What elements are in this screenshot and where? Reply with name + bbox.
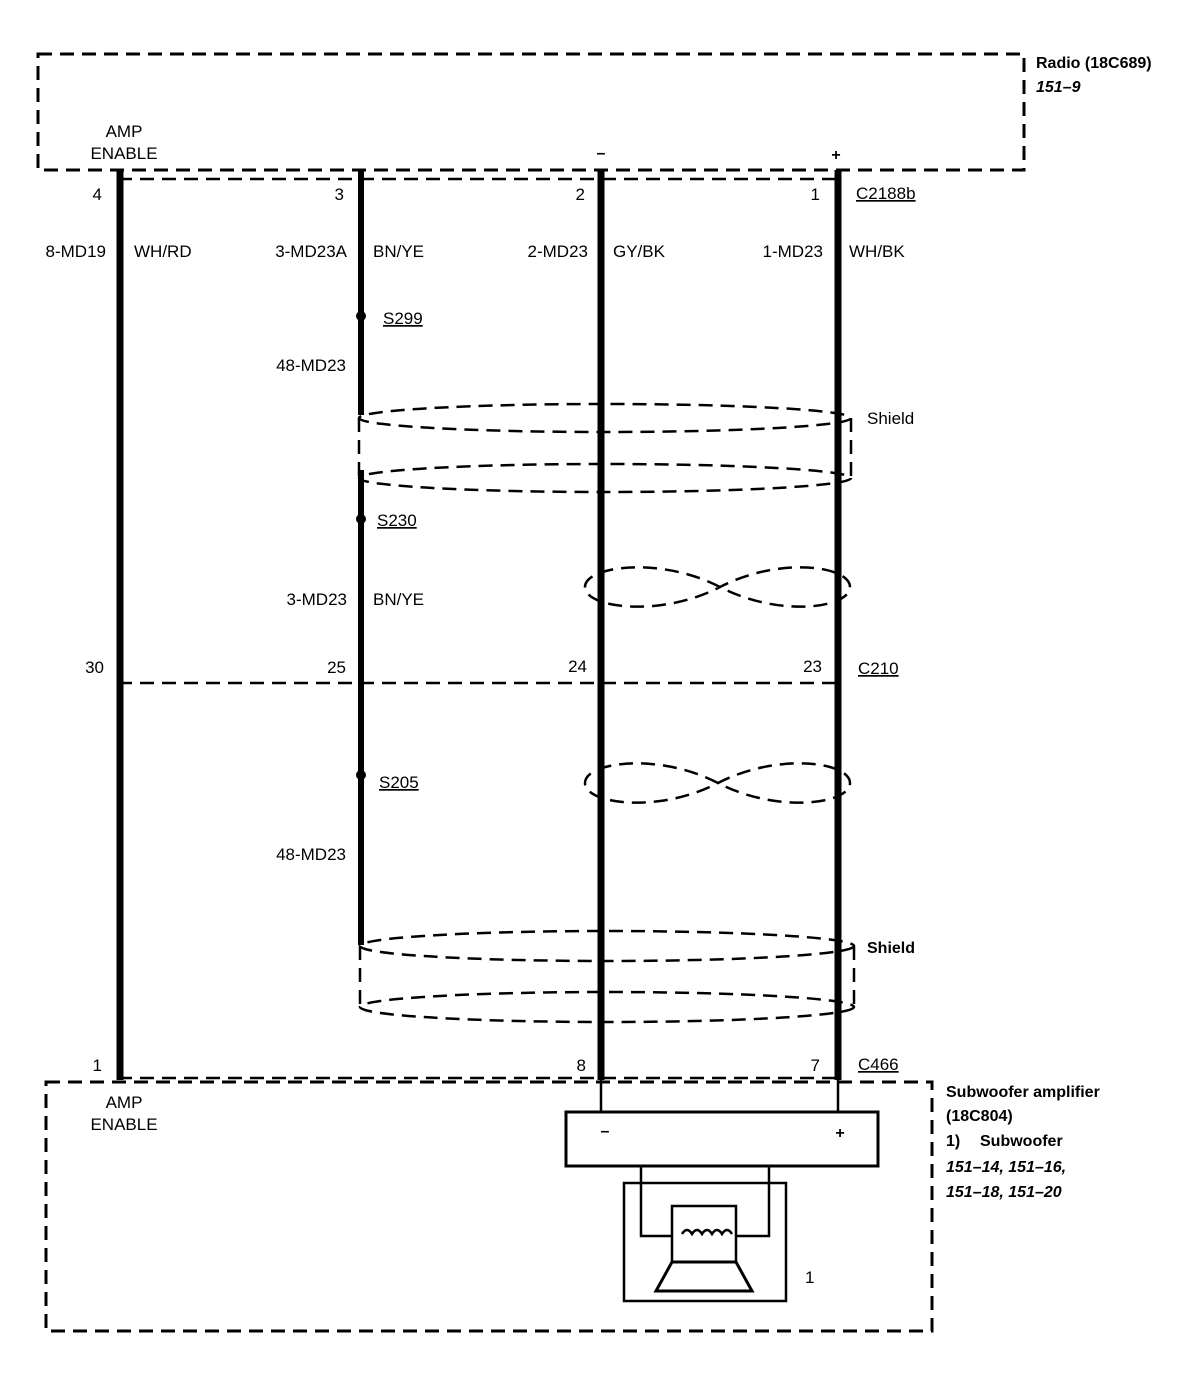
pin-c210-25: 25 [327,658,346,677]
color-wh-rd: WH/RD [134,242,192,261]
amplifier-minus-terminal: – [601,1123,610,1140]
shield-upper-label: Shield [867,409,914,428]
pin-top-2: 2 [576,185,585,204]
pin-c466-7: 7 [811,1056,820,1075]
twisted-pair-upper [583,566,852,608]
pin-top-4: 4 [93,185,102,204]
circuit-8-md19: 8-MD19 [46,242,106,261]
radio-minus-terminal: – [597,145,606,162]
circuit-2-md23: 2-MD23 [528,242,588,261]
pin-c210-30: 30 [85,658,104,677]
color-bn-ye-top: BN/YE [373,242,424,261]
splice-s205-dot [356,770,366,780]
connector-c210: C210 [858,659,899,678]
shield-lower-label: Shield [867,940,915,957]
amplifier-name: Subwoofer amplifier [946,1084,1100,1101]
connector-c2188b: C2188b [856,184,916,203]
radio-amp-enable-line1: AMP [106,122,143,141]
amplifier-plus-terminal: + [835,1125,844,1142]
radio-name: Radio (18C689) [1036,55,1152,72]
radio-ref: 151–9 [1036,79,1081,96]
shield-upper-symbol [357,402,853,494]
splice-s230: S230 [377,511,417,530]
pin-top-3: 3 [335,185,344,204]
pin-top-1: 1 [811,185,820,204]
shield-lower-symbol [358,929,856,1024]
pin-c466-1: 1 [93,1056,102,1075]
splice-s205: S205 [379,773,419,792]
amplifier-refs-line1: 151–14, 151–16, [946,1159,1066,1176]
pin-c466-8: 8 [577,1056,586,1075]
splice-s299: S299 [383,309,423,328]
color-gy-bk: GY/BK [613,242,666,261]
splice-s299-dot [356,311,366,321]
radio-box [36,52,1026,172]
color-bn-ye-mid: BN/YE [373,590,424,609]
pin-c210-23: 23 [803,657,822,676]
amp-enable-line1: AMP [106,1093,143,1112]
pin-c210-24: 24 [568,657,587,676]
radio-amp-enable-line2: ENABLE [90,144,157,163]
circuit-3-md23a: 3-MD23A [275,242,347,261]
twisted-pair-lower [583,762,852,804]
radio-plus-terminal: + [831,147,840,164]
subwoofer-item-number: 1) [946,1133,960,1150]
amplifier-box [44,1080,934,1333]
circuit-3-md23-mid: 3-MD23 [287,590,347,609]
amp-enable-line2: ENABLE [90,1115,157,1134]
subwoofer-item-label: Subwoofer [980,1133,1063,1150]
subwoofer-callout: 1 [805,1268,814,1287]
splice-s230-dot [356,514,366,524]
amplifier-terminal-block [564,1110,880,1168]
circuit-48-md23-lower: 48-MD23 [276,845,346,864]
circuit-48-md23-upper: 48-MD23 [276,356,346,375]
subwoofer-speaker-icon [622,1166,788,1303]
amplifier-refs-line2: 151–18, 151–20 [946,1184,1062,1201]
color-wh-bk: WH/BK [849,242,905,261]
connector-c466: C466 [858,1055,899,1074]
amplifier-code: (18C804) [946,1108,1013,1125]
circuit-1-md23: 1-MD23 [763,242,823,261]
